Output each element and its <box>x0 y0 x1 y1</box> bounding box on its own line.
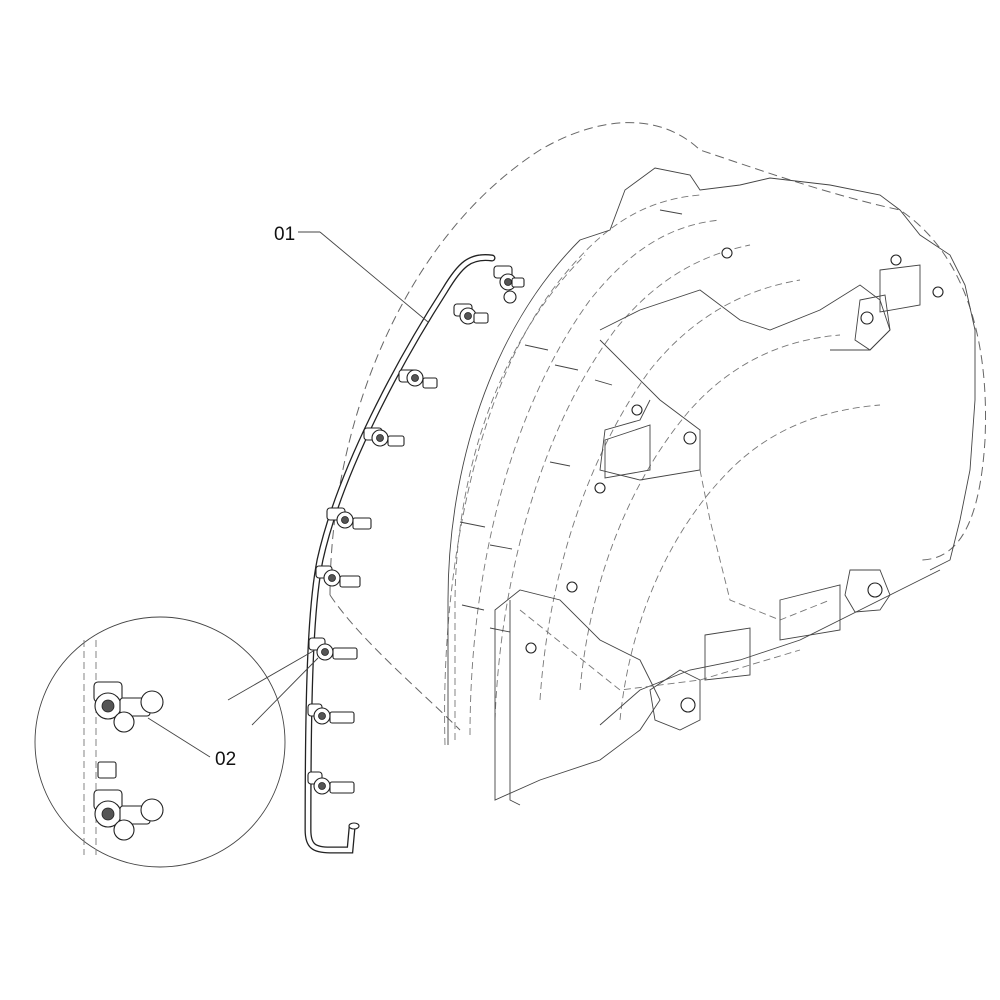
callout-01-label: 01 <box>274 224 295 245</box>
callout-02-label: 02 <box>215 749 236 770</box>
fender-housing-outline <box>329 122 987 746</box>
detail-nozzle-upper <box>93 681 164 733</box>
nozzle-5 <box>326 507 372 530</box>
callout-02: 02 <box>147 717 236 770</box>
detail-circle <box>34 616 286 868</box>
nozzle-assemblies <box>307 265 525 795</box>
detail-nozzle-lower <box>93 789 164 841</box>
callout-01: 01 <box>274 224 429 323</box>
detail-view <box>34 616 319 868</box>
nozzle-4 <box>363 427 405 447</box>
mounting-studs <box>459 209 683 633</box>
nozzle-9 <box>307 771 355 795</box>
nozzle-7 <box>308 637 358 661</box>
nozzle-2 <box>453 303 489 325</box>
nozzle-6 <box>315 565 361 588</box>
nozzle-1 <box>493 265 525 304</box>
nozzle-3 <box>398 369 438 389</box>
spray-pipe <box>304 253 496 854</box>
nozzle-8 <box>307 703 355 725</box>
mounting-bracket-plate <box>447 167 976 806</box>
plate-bolts <box>525 247 944 713</box>
